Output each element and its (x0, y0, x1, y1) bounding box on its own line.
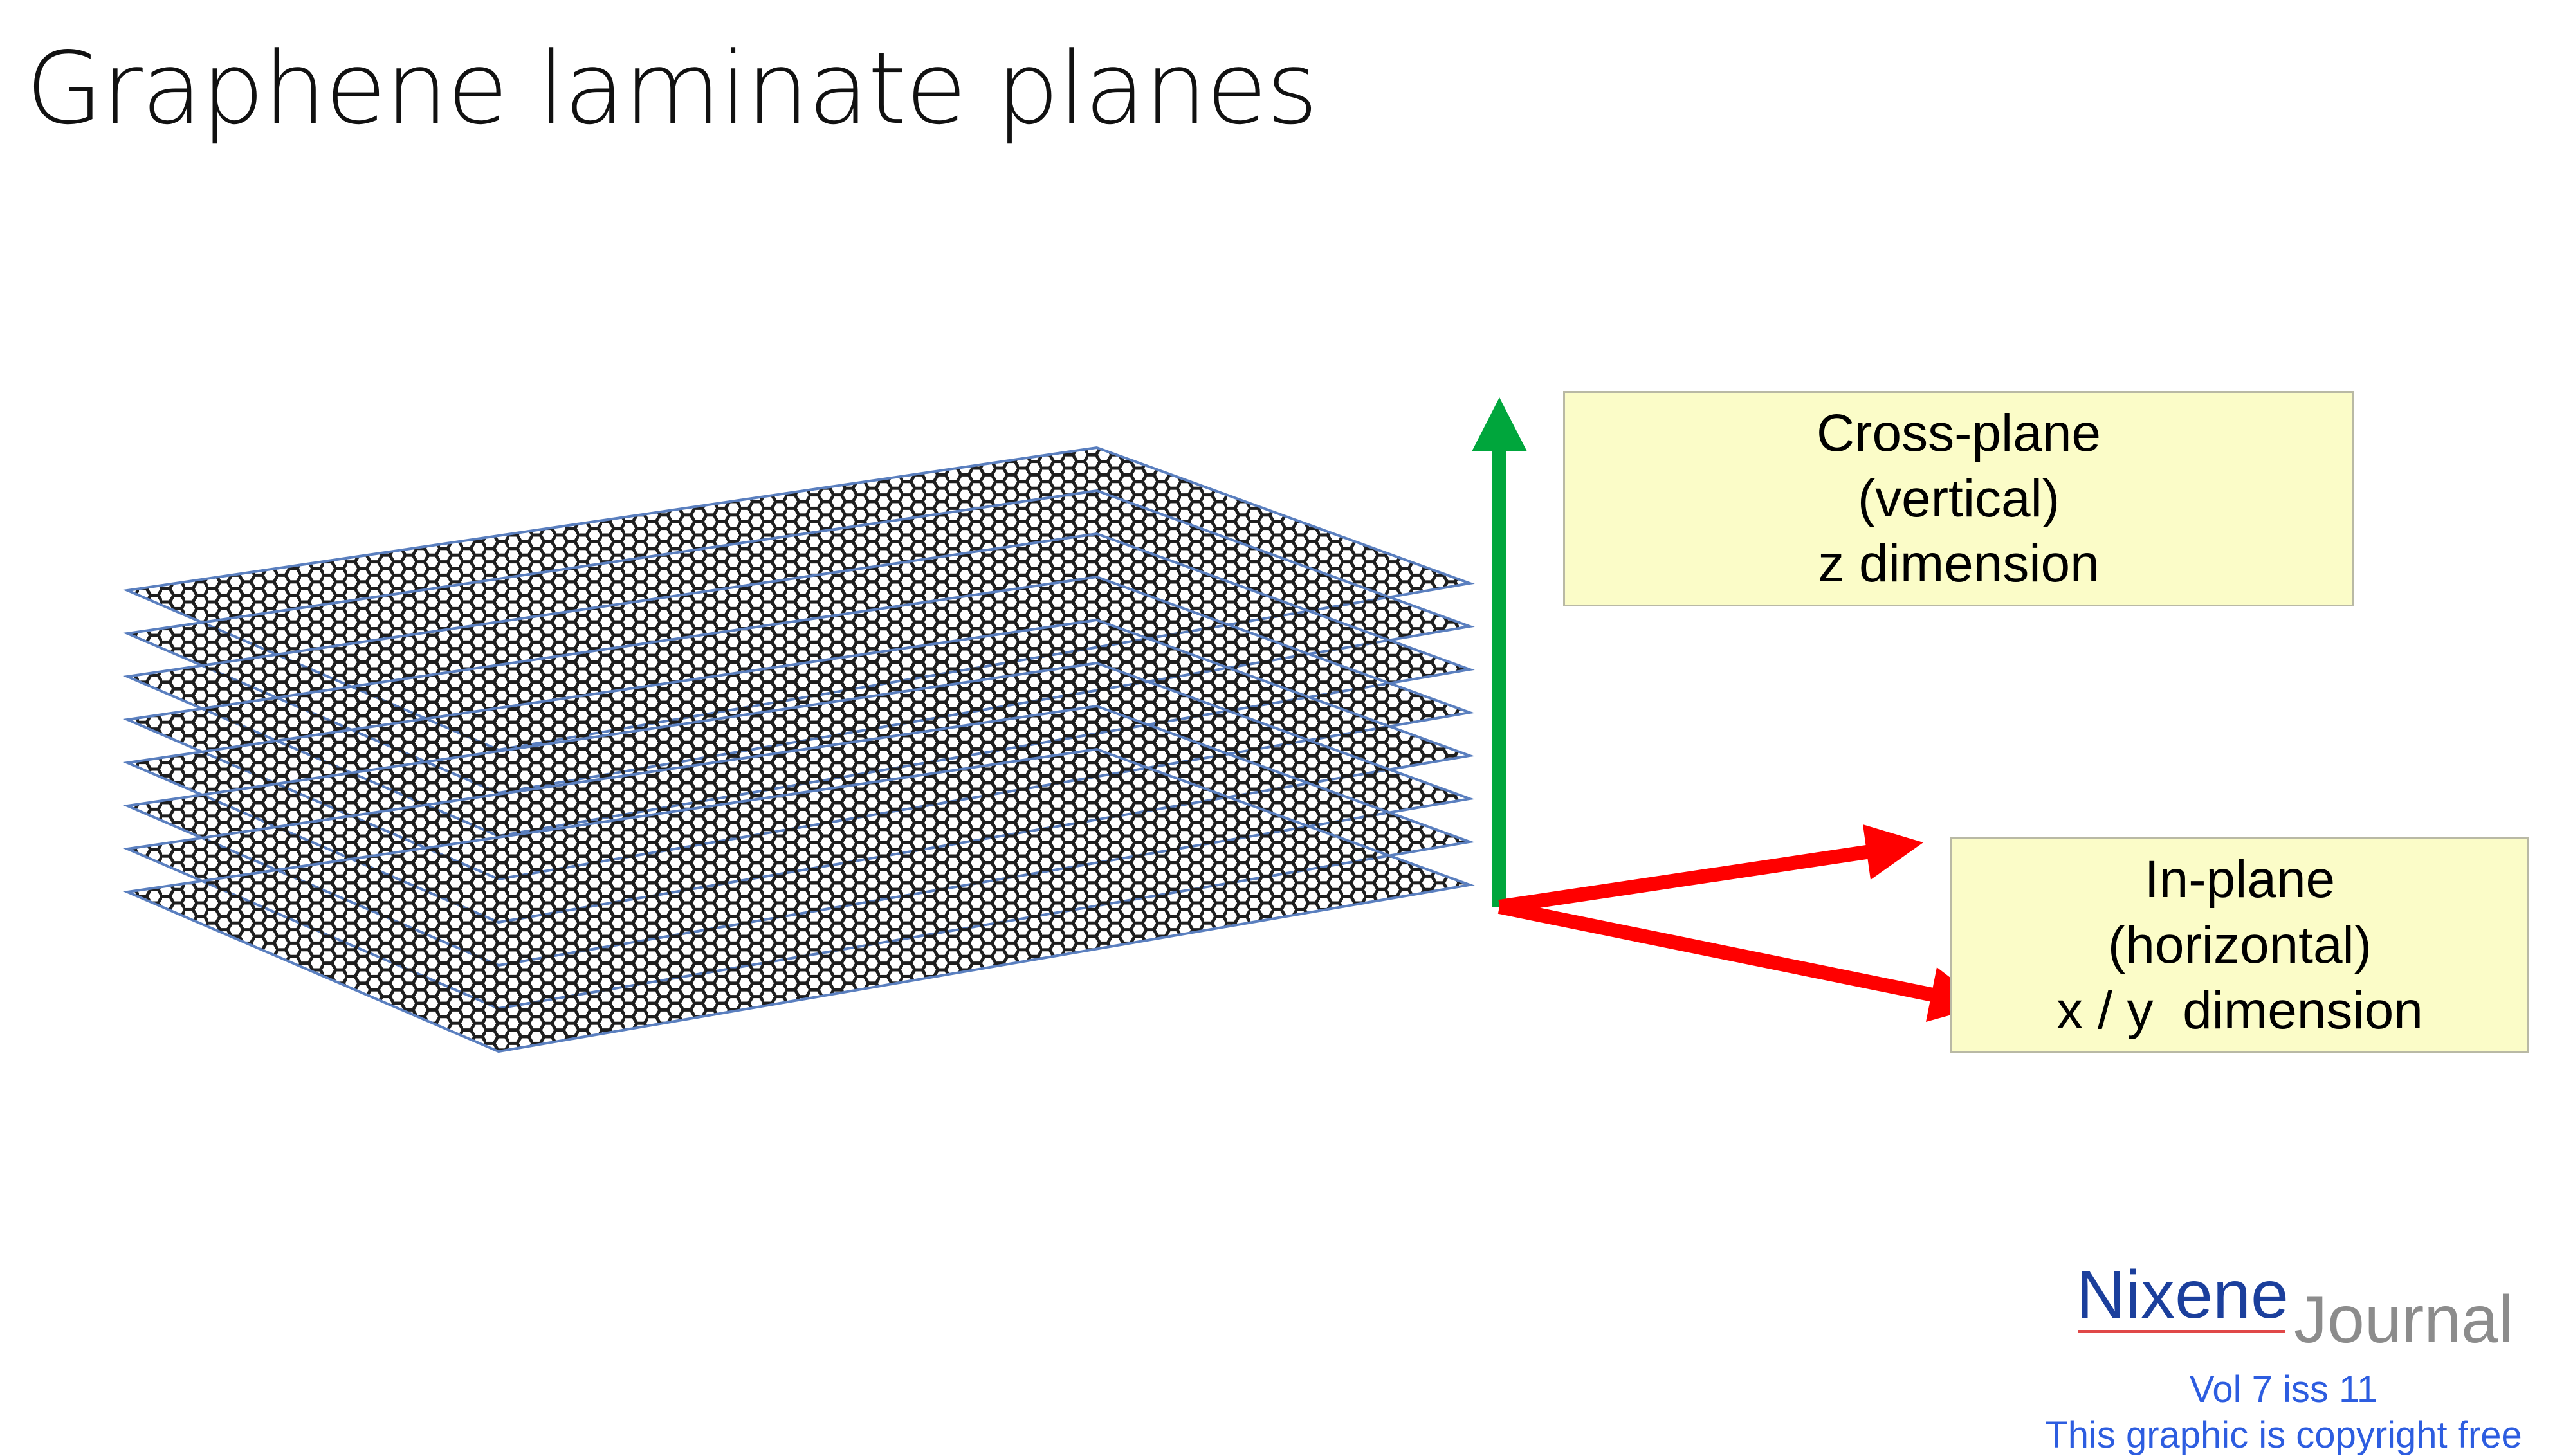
volume-credit: Vol 7 iss 11 (2189, 1369, 2378, 1410)
logo-underline (2078, 1330, 2285, 1333)
nixene-journal-logo: Nixene Journal (2076, 1257, 2540, 1357)
in-plane-line-1: In-plane (2144, 850, 2336, 909)
graphene-sheet (122, 747, 1475, 1053)
in-plane-line-2: (horizontal) (2107, 916, 2372, 975)
copyright-credit: This graphic is copyright free (2045, 1414, 2522, 1456)
graphene-sheet-stack (122, 446, 1475, 1053)
in-plane-line-3: x / y dimension (2056, 981, 2423, 1040)
x-axis-arrow (1498, 824, 1923, 914)
page-title: Graphene laminate planes (26, 30, 1318, 147)
in-plane-label-box: In-plane (horizontal) x / y dimension (1950, 837, 2529, 1053)
cross-plane-line-3: z dimension (1818, 534, 2100, 594)
cross-plane-line-2: (vertical) (1857, 469, 2060, 528)
y-axis-arrow (1497, 900, 1986, 1022)
logo-journal: Journal (2294, 1282, 2514, 1357)
cross-plane-line-1: Cross-plane (1816, 403, 2101, 462)
cross-plane-label-box: Cross-plane (vertical) z dimension (1563, 391, 2354, 606)
logo-nixene: Nixene (2076, 1257, 2289, 1333)
z-axis-arrow (1472, 397, 1527, 907)
